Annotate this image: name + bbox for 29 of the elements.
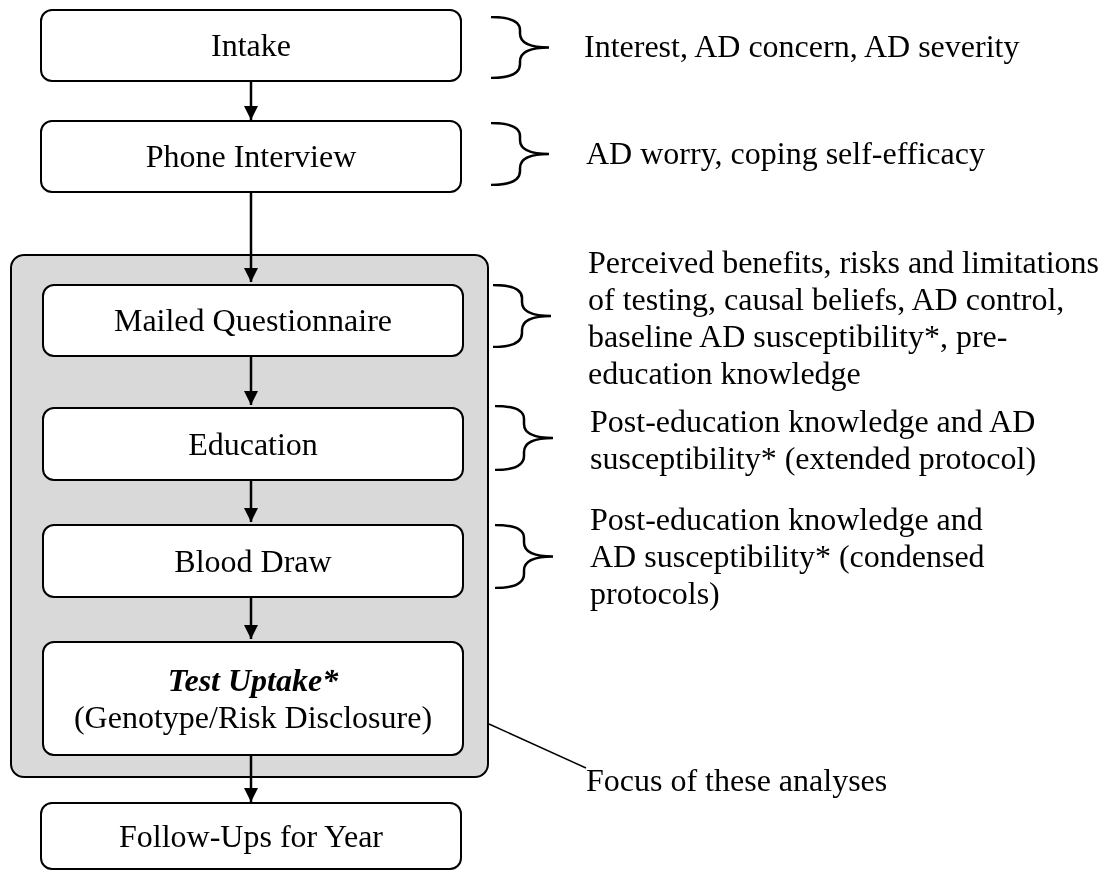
box-title: Education <box>188 425 318 463</box>
process-box <box>42 641 464 756</box>
arrow <box>244 193 258 282</box>
box-title: Mailed Questionnaire <box>113 302 393 339</box>
box-title: Blood Draw <box>174 542 332 580</box>
box-title: Intake <box>211 27 291 64</box>
arrow <box>244 355 258 405</box>
measure-list: AD worry, coping self-efficacy <box>586 135 1101 172</box>
process-box <box>42 407 464 481</box>
measure-list: Interest, AD concern, AD severity <box>584 28 1104 65</box>
process-box <box>40 802 462 870</box>
process-box <box>42 284 464 357</box>
box-title: Phone Interview <box>145 138 357 175</box>
arrow <box>244 754 258 802</box>
arrow <box>244 82 258 120</box>
process-box <box>40 120 462 193</box>
process-box <box>42 524 464 598</box>
arrow <box>244 596 258 639</box>
group-panel <box>10 254 489 778</box>
box-title: Follow-Ups for Year <box>119 817 383 855</box>
leader-line <box>488 723 587 769</box>
box-subtitle: (Genotype/Risk Disclosure) <box>73 698 433 736</box>
measure-list: Post-education knowledge and AD susceptibility* (extended protocol) <box>590 403 1090 477</box>
box-title: Test Uptake* <box>167 661 339 699</box>
arrow <box>244 479 258 522</box>
process-box <box>40 9 462 82</box>
measure-list: Post-education knowledge and AD susceptibility* (condensed protocols) <box>590 501 990 612</box>
measure-list: Perceived benefits, risks and limitations of testing, causal beliefs, AD control, baseline AD susceptibility*, pre-education knowledge <box>588 244 1103 392</box>
annotation-text: Focus of these analyses <box>586 762 888 798</box>
